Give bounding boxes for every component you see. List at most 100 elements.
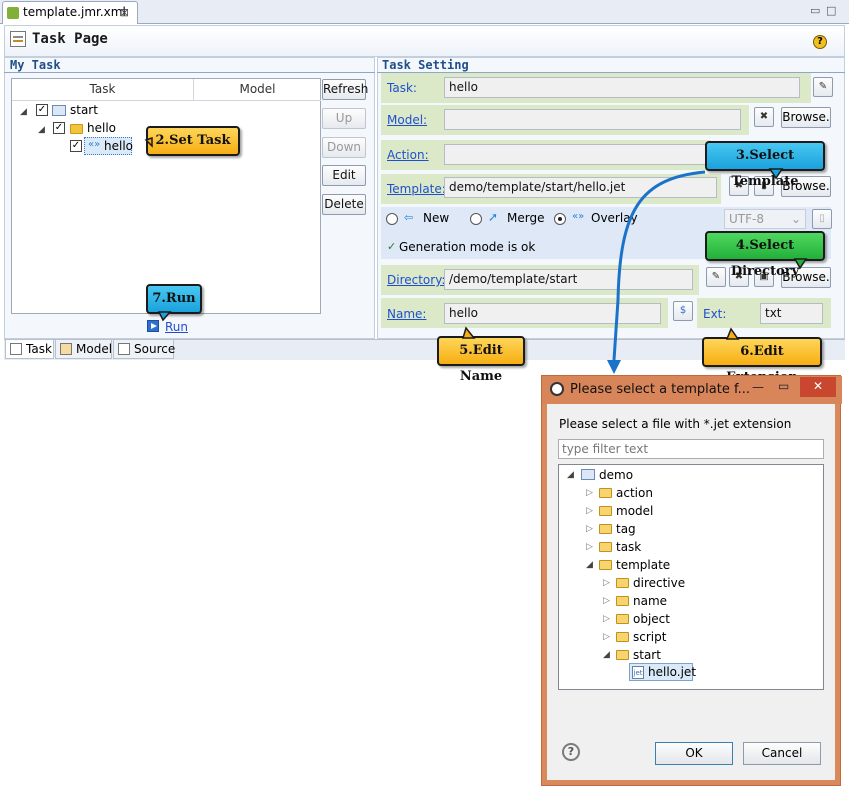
status-text: Generation mode is ok [399,240,536,254]
page-icon [10,31,26,47]
expand-toggle-icon[interactable]: ▷ [603,614,610,624]
up-button[interactable]: Up [322,108,366,129]
expand-toggle-icon[interactable]: ▷ [603,632,610,642]
close-icon[interactable]: ✕ [800,377,836,397]
directory-browse-button[interactable]: Browse. [781,267,831,288]
tree-item[interactable]: demo [599,468,634,482]
tab-task[interactable]: Task [5,339,54,359]
expand-toggle-icon[interactable]: ◢ [567,470,574,480]
help-icon[interactable]: ? [562,743,580,761]
clear-icon[interactable]: ✖ [729,267,749,287]
lock-icon[interactable]: ▯ [812,209,832,229]
folder-icon [599,524,612,534]
checkbox[interactable]: ✓ [36,104,48,116]
run-link[interactable]: Run [165,320,189,334]
folder-icon[interactable]: ▣ [754,267,774,287]
pencil-icon[interactable]: ✎ [813,77,833,97]
cancel-button[interactable]: Cancel [743,742,821,765]
expand-toggle-icon[interactable]: ◢ [603,650,610,660]
copy-icon[interactable]: ▮ [754,176,774,196]
expand-toggle-icon[interactable]: ◢ [586,560,593,570]
radio-new[interactable] [386,213,398,225]
name-field[interactable]: hello [444,303,661,324]
tree-item[interactable]: model [616,504,654,518]
radio-overlay[interactable] [554,213,566,225]
source-tab-icon [118,343,130,355]
model-field[interactable] [444,109,741,130]
edit-button[interactable]: Edit [322,165,366,186]
dialog-titlebar [542,376,842,404]
tree-item[interactable]: script [633,630,667,644]
tab-model[interactable]: Model [55,339,112,359]
checkbox[interactable]: ✓ [70,140,82,152]
task-tree[interactable]: Task Model ◢ ✓ start ◢ ✓ hello ✓ «» hell… [11,78,321,314]
expand-toggle-icon[interactable]: ◢ [38,125,45,135]
template-dialog: Please select a template f... — ▭ ✕ Plea… [541,375,842,786]
clear-icon[interactable]: ✖ [754,107,774,127]
down-button[interactable]: Down [322,137,366,158]
variable-icon[interactable]: $ [673,301,693,321]
tree-node-label: hello [104,139,133,153]
set-task-pointer [144,136,153,148]
help-icon[interactable]: ? [813,35,827,49]
tree-item[interactable]: directive [633,576,686,590]
expand-toggle-icon[interactable]: ▷ [586,506,593,516]
task-icon [52,105,66,116]
my-task-title: My Task [10,58,61,72]
template-label[interactable]: Template: [387,182,446,196]
run-icon[interactable] [147,320,159,332]
tree-item[interactable]: action [616,486,653,500]
tree-item[interactable]: object [633,612,670,626]
model-label[interactable]: Model: [387,113,428,127]
expand-toggle-icon[interactable]: ▷ [586,524,593,534]
radio-merge[interactable] [470,213,482,225]
action-label[interactable]: Action: [387,148,429,162]
ext-field[interactable]: txt [760,303,823,324]
expand-toggle-icon[interactable]: ▷ [586,488,593,498]
encoding-select[interactable]: UTF-8 ⌄ [724,209,806,229]
delete-button[interactable]: Delete [322,194,366,215]
ok-button[interactable]: OK [655,742,733,765]
model-browse-button[interactable]: Browse. [781,107,831,128]
template-browse-button[interactable]: Browse. [781,176,831,197]
tab-label: Source [134,342,176,356]
checkbox[interactable]: ✓ [53,122,65,134]
tree-item[interactable]: task [616,540,642,554]
column-header-task[interactable]: Task [12,79,194,101]
tab-source[interactable]: Source [113,339,176,359]
clear-icon[interactable]: ✖ [729,176,749,196]
refresh-button[interactable]: Refresh [322,79,368,100]
divider [4,72,375,73]
tree-item[interactable]: name [633,594,668,608]
maximize-icon[interactable]: ▭ [778,379,790,393]
editor-tab[interactable]: template.jmr.xml ⊠ [2,1,138,24]
tree-item-selected[interactable]: jet hello.jet [629,663,696,681]
expand-toggle-icon[interactable]: ▷ [603,578,610,588]
mode-overlay-label[interactable]: Overlay [591,211,638,225]
project-icon [581,469,595,480]
expand-toggle-icon[interactable]: ▷ [586,542,593,552]
task-field[interactable]: hello [444,77,800,98]
minimize-icon[interactable]: ▭ [810,4,821,17]
filter-input[interactable]: type filter text [558,439,824,459]
expand-toggle-icon[interactable]: ▷ [603,596,610,606]
mode-merge-label[interactable]: Merge [507,211,545,225]
tab-close-icon[interactable]: ⊠ [119,6,129,19]
tree-node-selected[interactable]: «» hello [84,137,133,155]
expand-toggle-icon[interactable]: ◢ [20,107,27,117]
maximize-icon[interactable]: □ [826,4,837,17]
directory-label[interactable]: Directory: [387,273,446,287]
tree-node-label[interactable]: start [70,103,98,117]
tree-item[interactable]: tag [616,522,636,536]
tree-item[interactable]: template [616,558,671,572]
tree-item[interactable]: start [633,648,661,662]
pencil-icon[interactable]: ✎ [706,267,726,287]
name-label[interactable]: Name: [387,307,427,321]
tree-node-label[interactable]: hello [87,121,116,135]
minimize-icon[interactable]: — [752,380,764,394]
column-header-model[interactable]: Model [194,79,321,101]
mode-new-label[interactable]: New [423,211,450,225]
dialog-tree[interactable]: ◢ demo ▷ action ▷ model ▷ tag ▷ task ◢ t… [558,464,824,690]
directory-field[interactable]: /demo/template/start [444,269,693,290]
